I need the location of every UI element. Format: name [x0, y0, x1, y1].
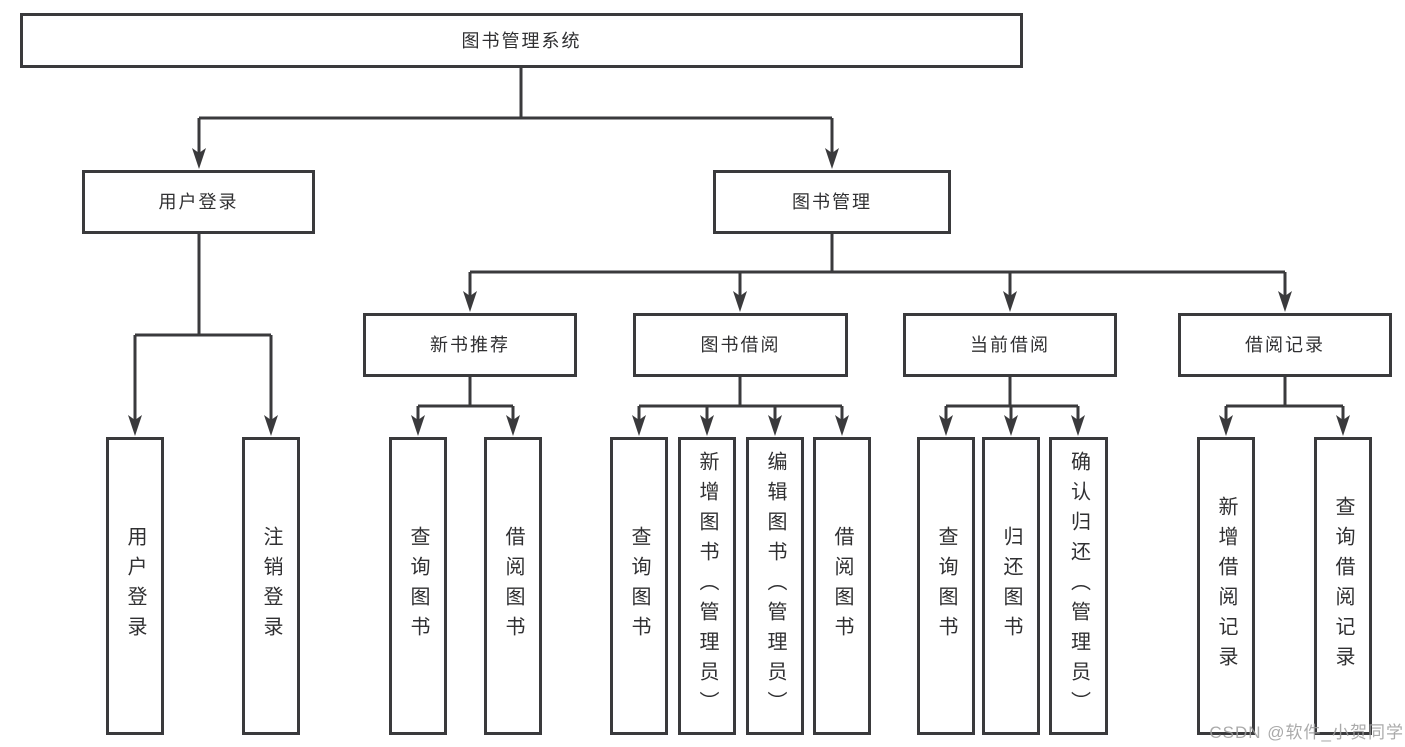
node-book-management: 图书管理: [713, 170, 951, 234]
leaf-borrow-edit-books-admin-label: 编辑图书（管理员）: [764, 451, 786, 721]
leaf-records-query-record-label: 查询借阅记录: [1332, 496, 1354, 676]
leaf-recommend-borrow-books: 借阅图书: [484, 437, 542, 735]
node-current-borrowing-label: 当前借阅: [970, 335, 1050, 355]
arrowhead-down-icon: [835, 415, 849, 436]
leaf-current-confirm-return-admin-label: 确认归还（管理员）: [1067, 451, 1090, 721]
arrowhead-down-icon: [1219, 415, 1233, 436]
arrowhead-down-icon: [192, 148, 206, 169]
leaf-borrow-query-books-label: 查询图书: [628, 526, 650, 646]
arrowhead-down-icon: [733, 291, 747, 312]
leaf-current-return-books: 归还图书: [982, 437, 1040, 735]
leaf-current-query-books-label: 查询图书: [935, 526, 957, 646]
leaf-records-add-record: 新增借阅记录: [1197, 437, 1255, 735]
node-book-borrowing-label: 图书借阅: [700, 335, 781, 355]
node-new-book-recommend-label: 新书推荐: [430, 335, 510, 355]
csdn-watermark: CSDN @软件_小贺同学: [1209, 723, 1404, 742]
node-user-login: 用户登录: [82, 170, 315, 234]
arrowhead-down-icon: [700, 415, 714, 436]
node-borrowing-records: 借阅记录: [1178, 313, 1392, 377]
leaf-borrow-borrow-books: 借阅图书: [813, 437, 871, 735]
arrowhead-down-icon: [506, 415, 520, 436]
arrowhead-down-icon: [411, 415, 425, 436]
leaf-records-add-record-label: 新增借阅记录: [1215, 496, 1237, 676]
arrowhead-down-icon: [1278, 291, 1292, 312]
arrowhead-down-icon: [264, 415, 278, 436]
node-root-label: 图书管理系统: [461, 30, 582, 51]
leaf-records-query-record: 查询借阅记录: [1314, 437, 1372, 735]
leaf-user-login-label: 用户登录: [124, 526, 146, 646]
leaf-user-login: 用户登录: [106, 437, 164, 735]
leaf-current-confirm-return-admin: 确认归还（管理员）: [1049, 437, 1108, 735]
leaf-borrow-add-books-admin-label: 新增图书（管理员）: [696, 451, 718, 721]
arrowhead-down-icon: [1071, 415, 1085, 436]
node-book-borrowing: 图书借阅: [633, 313, 848, 377]
leaf-borrow-query-books: 查询图书: [610, 437, 668, 735]
leaf-current-query-books: 查询图书: [917, 437, 975, 735]
arrowhead-down-icon: [939, 415, 953, 436]
node-new-book-recommend: 新书推荐: [363, 313, 577, 377]
arrowhead-down-icon: [1003, 291, 1017, 312]
leaf-recommend-query-books: 查询图书: [389, 437, 447, 735]
arrowhead-down-icon: [1336, 415, 1350, 436]
arrowhead-down-icon: [128, 415, 142, 436]
leaf-recommend-query-books-label: 查询图书: [407, 526, 429, 646]
leaf-borrow-edit-books-admin: 编辑图书（管理员）: [746, 437, 804, 735]
leaf-borrow-borrow-books-label: 借阅图书: [831, 526, 853, 646]
node-borrowing-records-label: 借阅记录: [1245, 335, 1325, 355]
arrowhead-down-icon: [1004, 415, 1018, 436]
arrowhead-down-icon: [463, 291, 477, 312]
leaf-logout-label: 注销登录: [260, 526, 282, 646]
arrowhead-down-icon: [632, 415, 646, 436]
leaf-recommend-borrow-books-label: 借阅图书: [502, 526, 524, 646]
node-current-borrowing: 当前借阅: [903, 313, 1117, 377]
leaf-current-return-books-label: 归还图书: [1000, 526, 1022, 646]
node-book-management-label: 图书管理: [792, 192, 872, 212]
node-root-library-system: 图书管理系统: [20, 13, 1023, 68]
leaf-logout: 注销登录: [242, 437, 300, 735]
arrowhead-down-icon: [825, 148, 839, 169]
arrowhead-down-icon: [768, 415, 782, 436]
node-user-login-label: 用户登录: [158, 192, 239, 212]
leaf-borrow-add-books-admin: 新增图书（管理员）: [678, 437, 736, 735]
